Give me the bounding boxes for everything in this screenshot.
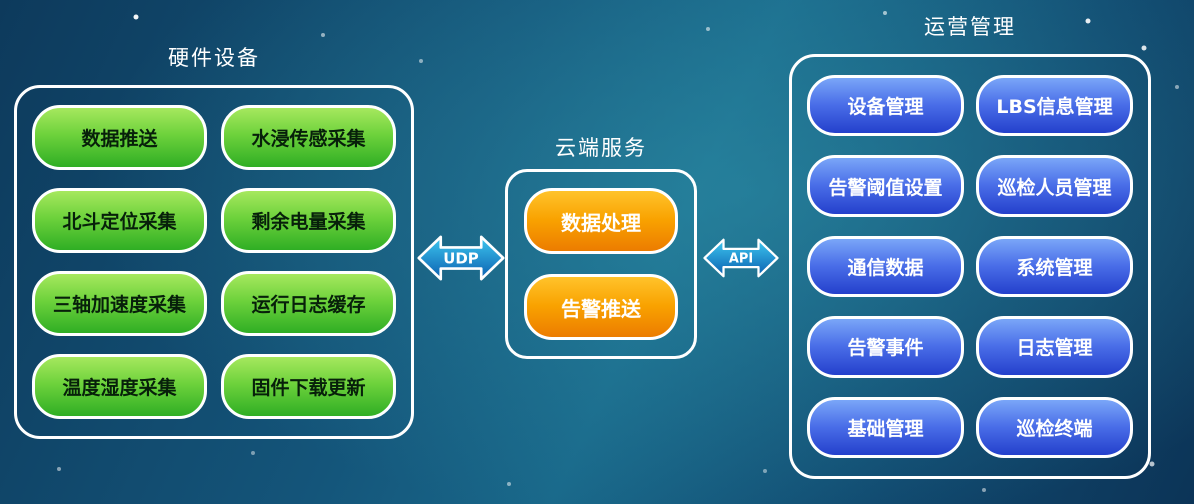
operations-node-alarm-events: 告警事件	[807, 316, 964, 378]
udp-connector-arrow: UDP	[417, 235, 505, 281]
operations-node-inspector-management: 巡检人员管理	[976, 155, 1133, 217]
cloud-panel: 数据处理 告警推送	[505, 169, 697, 359]
hardware-node-beidou-positioning: 北斗定位采集	[32, 188, 207, 253]
hardware-node-data-push: 数据推送	[32, 105, 207, 170]
operations-panel: 设备管理 LBS信息管理 告警阈值设置 巡检人员管理 通信数据 系统管理 告警事…	[789, 54, 1151, 479]
hardware-panel: 数据推送 水浸传感采集 北斗定位采集 剩余电量采集 三轴加速度采集 运行日志缓存…	[14, 85, 414, 439]
hardware-node-accelerometer: 三轴加速度采集	[32, 271, 207, 336]
hardware-node-water-sensor: 水浸传感采集	[221, 105, 396, 170]
cloud-node-alarm-push: 告警推送	[524, 274, 678, 340]
operations-node-system-management: 系统管理	[976, 235, 1133, 298]
operations-panel-title: 运营管理	[924, 15, 1016, 39]
hardware-node-grid: 数据推送 水浸传感采集 北斗定位采集 剩余电量采集 三轴加速度采集 运行日志缓存…	[17, 88, 411, 436]
udp-label: UDP	[443, 249, 479, 267]
operations-node-device-management: 设备管理	[807, 75, 964, 137]
operations-node-log-management: 日志管理	[976, 316, 1133, 378]
hardware-node-battery-level: 剩余电量采集	[221, 188, 396, 253]
cloud-node-data-processing: 数据处理	[524, 188, 678, 254]
cloud-panel-title: 云端服务	[555, 136, 647, 160]
api-label: API	[729, 252, 753, 267]
hardware-panel-title: 硬件设备	[168, 46, 260, 70]
hardware-node-temp-humidity: 温度湿度采集	[32, 354, 207, 419]
hardware-node-firmware-update: 固件下载更新	[221, 354, 396, 419]
operations-node-communication-data: 通信数据	[807, 235, 964, 298]
double-arrow-shape	[417, 235, 505, 281]
hardware-node-log-cache: 运行日志缓存	[221, 271, 396, 336]
operations-node-lbs-info-management: LBS信息管理	[976, 75, 1133, 137]
cloud-node-grid: 数据处理 告警推送	[508, 172, 694, 356]
operations-node-inspection-terminal: 巡检终端	[976, 396, 1133, 458]
stars-decoration	[0, 0, 2, 2]
operations-node-basic-management: 基础管理	[807, 396, 964, 458]
double-arrow-shape	[703, 238, 779, 278]
operations-node-alarm-threshold: 告警阈值设置	[807, 155, 964, 217]
api-connector-arrow: API	[703, 238, 779, 278]
operations-node-grid: 设备管理 LBS信息管理 告警阈值设置 巡检人员管理 通信数据 系统管理 告警事…	[792, 57, 1148, 476]
